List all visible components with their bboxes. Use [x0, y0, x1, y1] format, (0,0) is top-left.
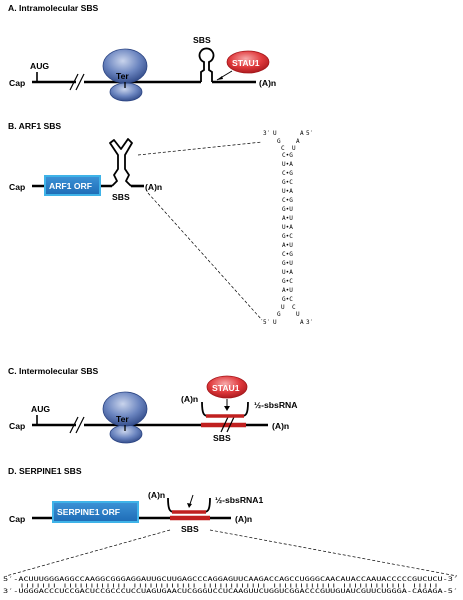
hairpin-top-left-base: U [273, 130, 277, 137]
panel-a-title: A. Intramolecular SBS [8, 3, 99, 13]
break-mark-1 [69, 416, 79, 434]
arf1-orf-box [44, 175, 101, 196]
stau1-label: STAU1 [212, 383, 240, 393]
base-pair: G•U [282, 260, 293, 267]
base-pair: U•A [282, 161, 293, 168]
sbs-label: SBS [112, 192, 130, 202]
half-sbsrna-strand [201, 401, 249, 417]
sbsrna1-sequence-bottom: 3′-UGGGACCCUCCGACUCCGCCCUCCUAGUGAACUCGGG… [3, 588, 458, 595]
polya-label: (A)n [272, 421, 289, 431]
base-pair: G•C [282, 179, 293, 186]
hairpin-bottom-left-base: U [273, 319, 277, 326]
break-mark-2 [75, 73, 85, 91]
cap-label: Cap [9, 182, 25, 192]
sbs-break-mark-2 [226, 416, 235, 433]
panel-b: B. ARF1 SBS Cap ARF1 ORF SBS (A)n 3′ U A… [8, 121, 313, 326]
stau1-arrowhead [217, 76, 223, 80]
arf1-hairpin-sequence: 3′ U A 5′ G A C U C•G U•A C•G G•C U•A C•… [263, 130, 313, 326]
polya-label: (A)n [145, 182, 162, 192]
break-mark-2 [75, 416, 85, 434]
base-pair: C•G [282, 197, 293, 204]
polya-label: (A)n [259, 78, 276, 88]
hairpin-loop-base-3: C [281, 145, 285, 152]
hairpin-bottom-5prime: 5′ [263, 319, 270, 326]
serpine1-sequence-top: 5′-ACUUUGGGAGGCCAAGGCGGGAGGAUUGCUUGAGCCC… [3, 576, 458, 583]
sbs-label: SBS [213, 433, 231, 443]
base-pair: G•C [282, 233, 293, 240]
stau1-label: STAU1 [232, 58, 260, 68]
hairpin-loop-base-2: A [296, 138, 300, 145]
hairpin-bottom-base-1: U [281, 304, 285, 311]
sbs-label: SBS [193, 35, 211, 45]
ter-label: Ter [116, 71, 129, 81]
stau1-protein [206, 375, 248, 399]
panel-d-title: D. SERPINE1 SBS [8, 466, 82, 476]
base-pair: A•U [282, 287, 293, 294]
hairpin-top-5prime: 5′ [306, 130, 313, 137]
base-pair: G•C [282, 296, 293, 303]
base-pair: C•G [282, 170, 293, 177]
hairpin-bottom-right-base: A [300, 319, 304, 326]
cap-label: Cap [9, 421, 25, 431]
zoom-line-bottom [147, 192, 263, 321]
polya-top-label: (A)n [148, 490, 165, 500]
cap-label: Cap [9, 514, 25, 524]
ter-label: Ter [116, 414, 129, 424]
panel-a: A. Intramolecular SBS AUG Cap Ter SBS ST… [8, 3, 276, 102]
panel-c-title: C. Intermolecular SBS [8, 366, 99, 376]
base-pair: G•U [282, 206, 293, 213]
break-mark-1 [69, 73, 79, 91]
stau1-protein [226, 50, 270, 74]
hairpin-loop-base-1: G [277, 138, 281, 145]
zoom-line-top [137, 141, 263, 156]
sbs-break-mark-1 [220, 416, 229, 433]
sbs-stem-loop [198, 47, 215, 82]
hairpin-bottom-base-4: U [296, 311, 300, 318]
base-pair: A•U [282, 242, 293, 249]
arf1-orf-label: ARF1 ORF [49, 181, 92, 191]
hairpin-top-3prime: 3′ [263, 130, 270, 137]
stau1-arrowhead [224, 406, 230, 411]
polya-top-label: (A)n [181, 394, 198, 404]
cap-label: Cap [9, 78, 25, 88]
hairpin-bottom-base-2: C [292, 304, 296, 311]
hairpin-bottom-3prime: 3′ [306, 319, 313, 326]
base-pair: C•G [282, 251, 293, 258]
zoom-line-left [5, 529, 171, 577]
base-pair: G•C [282, 278, 293, 285]
base-pair: C•G [282, 152, 293, 159]
panel-d: D. SERPINE1 SBS Cap SERPINE1 ORF (A)n ½-… [3, 466, 458, 595]
panel-b-title: B. ARF1 SBS [8, 121, 61, 131]
binding-arrowhead [187, 503, 192, 508]
aug-label: AUG [30, 61, 49, 71]
hairpin-top-right-base: A [300, 130, 304, 137]
hairpin-loop-base-4: U [292, 145, 296, 152]
half-sbsrna1-label: ½-sbsRNA1 [215, 495, 263, 505]
sbs-label: SBS [181, 524, 199, 534]
base-pair: U•A [282, 224, 293, 231]
arf1-sbs-hairpin [109, 138, 133, 187]
panel-c: C. Intermolecular SBS AUG Cap Ter STAU1 … [8, 366, 297, 444]
hairpin-bottom-base-3: G [277, 311, 281, 318]
binding-arrow [189, 494, 194, 505]
ribosome-small-subunit [109, 82, 143, 102]
base-pair: A•U [282, 215, 293, 222]
aug-label: AUG [31, 404, 50, 414]
half-sbsrna-label: ½-sbsRNA [254, 400, 297, 410]
base-pair: U•A [282, 188, 293, 195]
polya-label: (A)n [235, 514, 252, 524]
serpine1-orf-box [52, 501, 139, 523]
base-pair: U•A [282, 269, 293, 276]
base-pairing-ticks [21, 583, 437, 588]
ribosome-small-subunit [109, 424, 143, 444]
serpine1-orf-label: SERPINE1 ORF [57, 507, 120, 517]
zoom-line-right [209, 529, 458, 577]
